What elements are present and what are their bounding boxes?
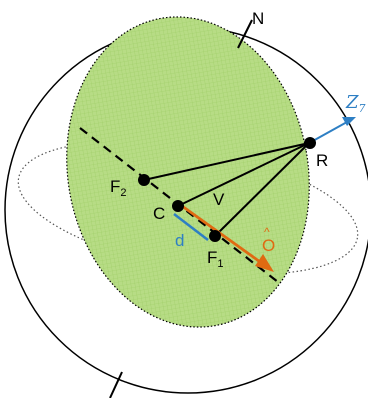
zenith-arrow-head	[342, 117, 356, 126]
distance-segment	[173, 213, 209, 241]
green-plane	[66, 16, 310, 328]
label-direction: O	[262, 236, 275, 255]
point-F1	[209, 230, 221, 242]
zenith-arrow-shaft	[310, 121, 348, 143]
point-R	[304, 137, 316, 149]
label-center: C	[153, 204, 165, 223]
line-F1-R	[214, 142, 310, 237]
line-C-R	[177, 142, 310, 207]
label-focus2: F2	[110, 177, 127, 199]
label-vector: V	[213, 190, 225, 209]
label-direction-hat: ^	[264, 225, 270, 239]
label-zenith: Z7	[345, 92, 366, 115]
label-north: N	[252, 9, 264, 28]
north-axis-top	[237, 19, 253, 49]
point-C	[172, 200, 184, 212]
point-F2	[138, 174, 150, 186]
direction-arrow-shaft	[181, 204, 264, 266]
label-focus1: F1	[207, 248, 224, 270]
direction-arrow-head	[255, 254, 274, 272]
label-distance: d	[175, 231, 184, 250]
line-F2-R	[143, 142, 310, 181]
label-receiver: R	[316, 151, 328, 170]
north-axis-bottom	[109, 371, 123, 398]
